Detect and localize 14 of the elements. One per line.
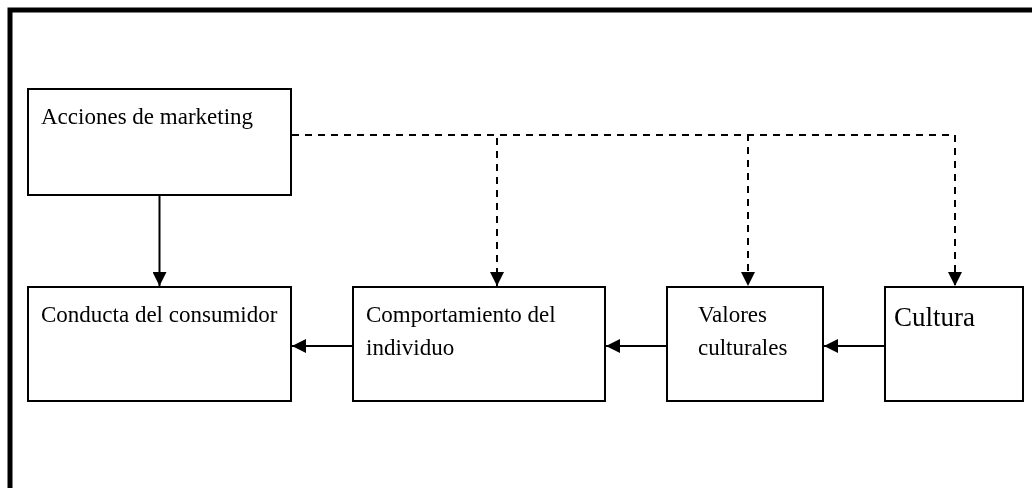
box-label: Comportamiento del individuo (366, 301, 557, 363)
arrow (605, 339, 667, 353)
box-label: Acciones de marketing (41, 103, 255, 131)
arrow (823, 339, 885, 353)
process-box (666, 286, 824, 402)
process-box (27, 88, 292, 196)
box-label: Conducta del consumidor (41, 301, 278, 329)
process-box (352, 286, 606, 402)
box-label: Cultura (894, 301, 976, 334)
arrow (152, 195, 167, 287)
process-box (27, 286, 292, 402)
arrow (291, 339, 353, 353)
box-label: Valores culturales (698, 301, 789, 363)
process-box (884, 286, 1024, 402)
